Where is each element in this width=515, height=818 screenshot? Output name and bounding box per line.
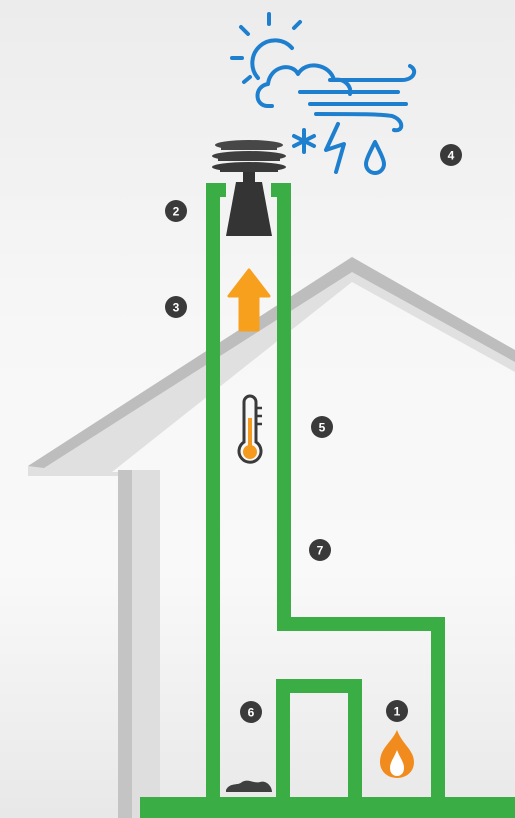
thermometer-icon — [237, 394, 263, 464]
fireplace-inner-wall — [276, 679, 362, 804]
house-wall-left-inner — [132, 470, 160, 818]
house-wall-left — [118, 470, 132, 818]
marker-2: 2 — [165, 200, 187, 222]
chimney-right-wall — [277, 186, 445, 804]
marker-1: 1 — [386, 700, 408, 722]
marker-5: 5 — [311, 416, 333, 438]
flame-icon — [380, 730, 414, 778]
svg-text:3: 3 — [173, 301, 180, 315]
svg-text:5: 5 — [319, 421, 326, 435]
weather-icon — [230, 12, 417, 175]
updraft-arrow-icon — [227, 268, 271, 332]
svg-text:6: 6 — [248, 706, 255, 720]
house-roof — [28, 257, 515, 468]
marker-4: 4 — [440, 144, 462, 166]
house-outline — [28, 257, 515, 818]
floor — [140, 797, 515, 818]
svg-text:7: 7 — [317, 544, 324, 558]
soot-deposit-icon — [226, 780, 272, 792]
marker-7: 7 — [309, 539, 331, 561]
chimney-outline — [206, 183, 445, 804]
marker-3: 3 — [165, 296, 187, 318]
marker-6: 6 — [240, 701, 262, 723]
svg-text:2: 2 — [173, 205, 180, 219]
svg-text:1: 1 — [394, 705, 401, 719]
svg-text:4: 4 — [448, 149, 455, 163]
chimney-cap-icon — [212, 140, 286, 236]
